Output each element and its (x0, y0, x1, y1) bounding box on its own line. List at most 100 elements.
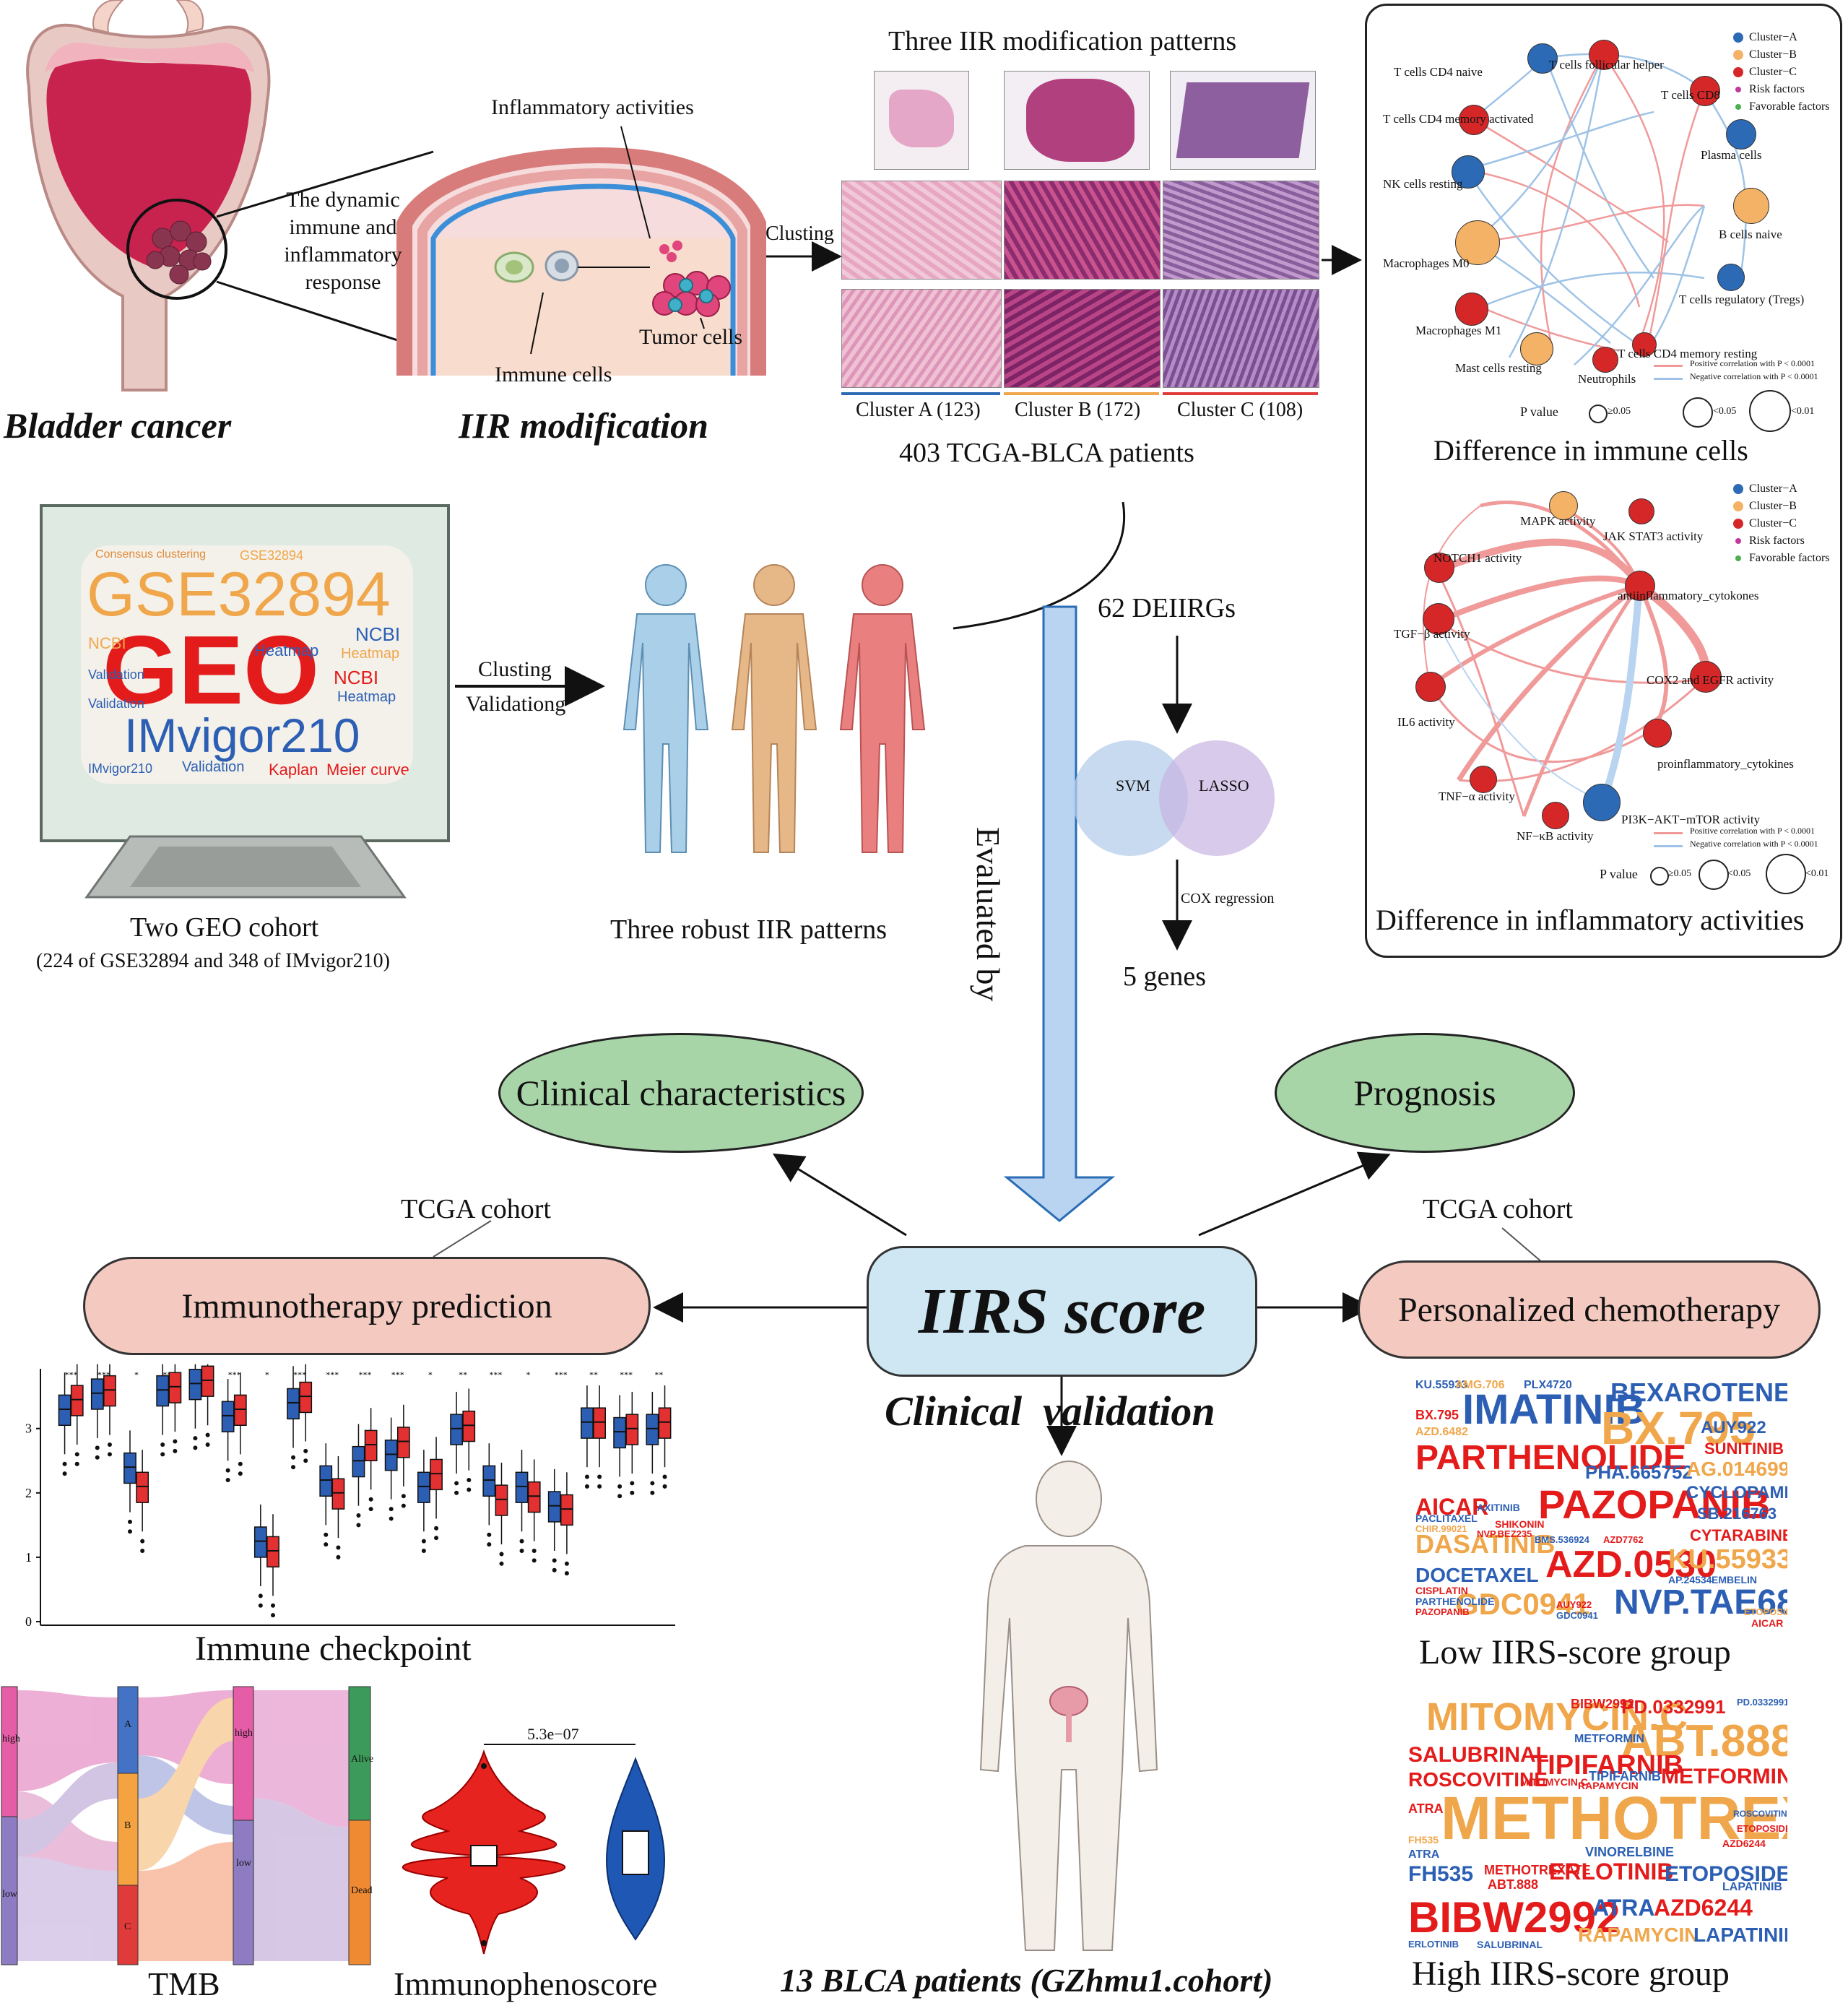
histo-a-1 (841, 181, 1002, 280)
outlier-point (421, 1548, 426, 1553)
chemotherapy-node: Personalized chemotherapy (1358, 1260, 1821, 1359)
patient-orange (731, 564, 817, 853)
outlier-point (336, 1554, 341, 1559)
cluster-c-bar (1163, 392, 1318, 395)
outlier-point (127, 1519, 132, 1524)
box-mark (417, 1471, 430, 1503)
tmb-high-bar (1, 1686, 18, 1817)
nl-t-cd4-mem-act: T cells CD4 memory activated (1383, 112, 1534, 126)
sig-label: ** (589, 1370, 598, 1380)
outlier-point (487, 1532, 492, 1537)
outlier-point (434, 1526, 439, 1531)
wc-geo: GEO (103, 615, 320, 724)
checkpoint-caption: Immune checkpoint (195, 1630, 472, 1668)
svm-label: SVM (1116, 776, 1150, 795)
box-mark (646, 1414, 659, 1445)
geo-wordcloud: GSE32894 GEO IMvigor210 NCBI Heatmap Val… (81, 545, 413, 784)
node-t-cd4-naive (1527, 43, 1558, 74)
box-mark (581, 1407, 594, 1439)
nl-macrophage-m0: Macrophages M0 (1383, 256, 1470, 270)
patient-red (839, 564, 926, 853)
nl-mast-resting: Mast cells resting (1455, 361, 1542, 375)
outlier-point (584, 1484, 589, 1489)
outlier-point (434, 1536, 439, 1541)
outlier-point (401, 1494, 406, 1499)
outlier-point (238, 1471, 243, 1476)
histo-c-1 (1163, 181, 1319, 280)
outlier-point (630, 1490, 635, 1495)
nl-proinflam: proinflammatory_cytokines (1657, 757, 1794, 771)
tcga-cohort-right: TCGA cohort (1423, 1194, 1573, 1224)
tmb-alive-bar (348, 1686, 371, 1821)
checkpoint-boxplot: 0123************************************… (25, 1364, 675, 1629)
node-mapk (1549, 491, 1578, 520)
box-mark (188, 1368, 202, 1401)
slide-c-thumb (1170, 71, 1316, 170)
cluster-b-label: Cluster B (172) (1015, 399, 1141, 421)
box-mark (527, 1481, 541, 1513)
bladder-panel (26, 0, 766, 391)
iirs-score-node: IIRS score (867, 1246, 1257, 1377)
to-clinical-arrow (772, 1153, 907, 1237)
to-prognosis-arrow (1198, 1151, 1391, 1237)
tmb-label-high: high (2, 1734, 20, 1744)
outlier-point (271, 1613, 276, 1618)
legend-cluster-b-dot (1733, 50, 1743, 60)
outlier-point (225, 1477, 230, 1482)
sig-label: * (428, 1370, 433, 1380)
cox-label: COX regression (1181, 891, 1275, 907)
slide-a-thumb (874, 71, 969, 170)
outlier-point (258, 1593, 263, 1598)
tmb-label-a: A (124, 1719, 132, 1730)
sig-label: ** (459, 1370, 467, 1380)
nl-tnfa: TNF−α activity (1439, 789, 1515, 803)
box-mark (396, 1427, 410, 1458)
node-tregs (1717, 264, 1745, 291)
outlier-point (173, 1448, 178, 1453)
outlier-point (421, 1539, 426, 1544)
box-mark (450, 1414, 463, 1445)
outlier-point (454, 1481, 459, 1486)
evaluated-arrow (1003, 605, 1116, 1222)
box-mark (547, 1491, 561, 1523)
nl-tregs: T cells regulatory (Tregs) (1679, 293, 1805, 306)
outlier-point (173, 1439, 178, 1444)
outlier-point (389, 1507, 394, 1512)
tmb-cluster-c-bar (117, 1885, 139, 1965)
node-tgfb (1423, 603, 1454, 635)
tmb-high2-bar (233, 1686, 254, 1821)
box-mark (123, 1452, 136, 1484)
outlier-point (564, 1561, 569, 1566)
cluster-b-bar (1004, 392, 1159, 395)
outlier-point (291, 1455, 296, 1460)
cluster-a-label: Cluster A (123) (856, 399, 981, 421)
outlier-point (95, 1455, 100, 1460)
nl-il6: IL6 activity (1397, 715, 1455, 729)
legend-cluster-a-dot (1733, 33, 1743, 43)
outlier-point (107, 1442, 112, 1447)
bladder-cancer-label: Bladder cancer (4, 405, 232, 446)
box-mark (625, 1414, 639, 1445)
tmb-label-c: C (124, 1921, 131, 1932)
tmb-label-high2: high (235, 1728, 253, 1739)
node-antiinflam (1625, 571, 1655, 601)
histo-c-2 (1163, 289, 1319, 388)
box-mark (266, 1536, 279, 1568)
deiirgs-label: 62 DEIIRGs (1098, 593, 1236, 623)
network2-legend: Cluster−A Cluster−B Cluster−C Risk facto… (1733, 480, 1830, 567)
outlier-point (160, 1442, 165, 1447)
node-t-cd4-mem-act (1459, 105, 1489, 135)
outlier-point (205, 1432, 210, 1437)
outlier-point (193, 1445, 198, 1450)
node-pi3k (1583, 784, 1621, 821)
outlier-point (552, 1558, 557, 1563)
outlier-point (467, 1487, 472, 1492)
node-jak-stat3 (1628, 498, 1654, 524)
outlier-point (519, 1539, 524, 1544)
outlier-point (225, 1468, 230, 1473)
outlier-point (140, 1548, 145, 1553)
y-tick-label: 3 (25, 1422, 32, 1436)
outlier-point (62, 1471, 67, 1476)
histo-b-1 (1004, 181, 1161, 280)
outlier-point (160, 1452, 165, 1457)
